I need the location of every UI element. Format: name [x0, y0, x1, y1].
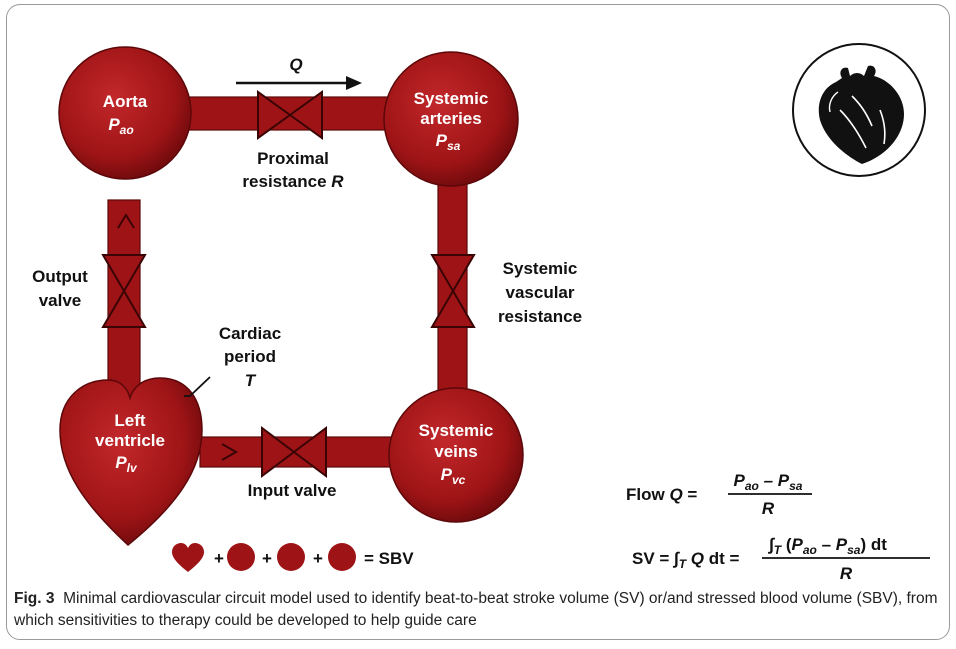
proximal-resistance-label-line1: Proximal: [257, 149, 329, 168]
sv-eq-lhs: SV = ∫T Q dt =: [632, 549, 740, 571]
systemic-veins-label-line2: veins: [434, 442, 477, 461]
sbv-equals-label: = SBV: [364, 549, 414, 568]
p-ao-label: Pao: [108, 115, 133, 137]
systemic-arteries-compartment: [383, 51, 519, 187]
caption-text: Minimal cardiovascular circuit model use…: [14, 590, 938, 629]
flow-arrow: [236, 76, 362, 90]
sbv-plus-2: +: [262, 549, 272, 568]
cardiac-period-symbol: T: [245, 371, 257, 390]
anatomical-heart-icon: [792, 43, 926, 177]
left-ventricle-label-line2: ventricle: [95, 431, 165, 450]
systemic-vascular-label-line1: Systemic: [503, 259, 578, 278]
pipe-aorta-arteries: [179, 96, 403, 131]
aortic-notch: [117, 213, 135, 229]
sbv-heart-icon: [172, 543, 204, 572]
cardiac-period-leader: [184, 376, 211, 397]
sbv-circle-1: [227, 543, 255, 571]
p-lv-label: Plv: [115, 453, 138, 475]
systemic-arteries-label-line2: arteries: [420, 109, 481, 128]
input-valve-label: Input valve: [248, 481, 337, 500]
left-ventricle-label-line1: Left: [114, 411, 146, 430]
sbv-circle-2: [277, 543, 305, 571]
flow-equation: Flow Q = Pao – Psa R: [626, 471, 812, 518]
systemic-veins-label-line1: Systemic: [419, 421, 494, 440]
proximal-resistance-label-line2: resistance R: [242, 172, 344, 191]
proximal-resistance-valve: [257, 90, 323, 140]
figure-frame: [6, 4, 950, 640]
sbv-plus-3: +: [313, 549, 323, 568]
p-vc-label: Pvc: [441, 465, 466, 487]
ventricle-notch: [221, 443, 239, 461]
left-ventricle-compartment: [59, 377, 203, 546]
cardiac-period-label-line1: Cardiac: [219, 324, 281, 343]
systemic-vascular-label-line2: vascular: [506, 283, 575, 302]
figure-caption: Fig. 3 Minimal cardiovascular circuit mo…: [14, 588, 944, 632]
flow-eq-lhs: Flow Q =: [626, 485, 697, 504]
input-valve: [261, 426, 327, 478]
flow-eq-numerator: Pao – Psa: [734, 471, 803, 493]
systemic-vascular-label-line3: resistance: [498, 307, 582, 326]
aorta-label: Aorta: [103, 92, 148, 111]
systemic-arteries-label-line1: Systemic: [414, 89, 489, 108]
sv-eq-numerator: ∫T (Pao – Psa) dt: [767, 535, 887, 557]
flow-eq-denominator: R: [762, 499, 775, 518]
aorta-compartment: [58, 46, 192, 180]
output-valve-label-line2: valve: [39, 291, 82, 310]
sbv-circle-3: [328, 543, 356, 571]
output-valve: [101, 254, 147, 328]
p-sa-label: Psa: [436, 131, 461, 153]
sbv-plus-1: +: [214, 549, 224, 568]
sv-eq-denominator: R: [840, 564, 853, 583]
sbv-legend: + + + = SBV: [172, 543, 414, 572]
systemic-veins-compartment: [388, 387, 524, 523]
output-valve-label-line1: Output: [32, 267, 88, 286]
cardiac-period-label-line2: period: [224, 347, 276, 366]
flow-symbol: Q: [289, 55, 302, 74]
figure-label: Fig. 3: [14, 590, 55, 607]
sv-equation: SV = ∫T Q dt = ∫T (Pao – Psa) dt R: [632, 535, 930, 583]
systemic-vascular-resistance-valve: [430, 254, 476, 328]
